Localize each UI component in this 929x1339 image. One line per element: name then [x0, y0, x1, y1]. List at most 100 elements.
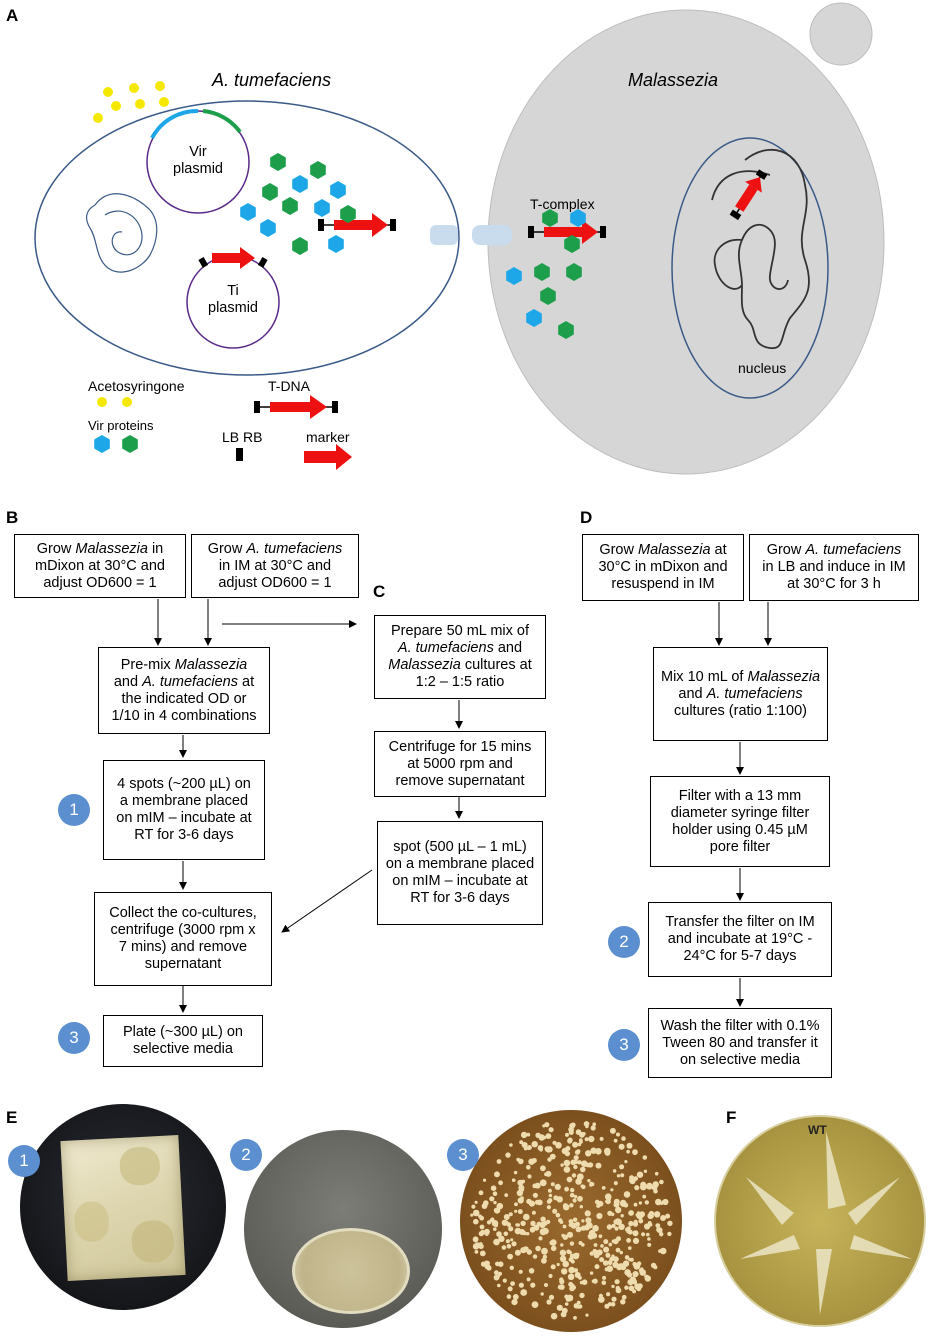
colony [516, 1189, 524, 1197]
box-c2-centrifuge: Centrifuge for 15 mins at 5000 rpm and r… [374, 731, 546, 797]
panel-label-b: B [6, 508, 19, 527]
colony [548, 1294, 555, 1300]
colony [632, 1289, 637, 1294]
step-badge-1-e: 1 [8, 1145, 40, 1177]
legend-border-icon [236, 448, 243, 461]
legend-acetosyringone: Acetosyringone [88, 378, 185, 394]
vir-protein-hexagon [526, 309, 542, 327]
colony [581, 1184, 586, 1190]
colony [547, 1188, 552, 1193]
colony [534, 1182, 541, 1189]
colony [550, 1264, 556, 1270]
colony [560, 1163, 564, 1167]
colony [613, 1181, 618, 1186]
colony [579, 1280, 584, 1285]
box-c1-prepare-mix: Prepare 50 mL mix of A. tumefaciens and … [374, 615, 546, 699]
colony [582, 1132, 586, 1136]
colony [507, 1286, 513, 1292]
colony [547, 1157, 552, 1162]
colony [526, 1132, 531, 1137]
colony [626, 1149, 630, 1154]
colony [479, 1250, 486, 1257]
legend-vir-proteins: Vir proteins [88, 418, 154, 433]
colony [470, 1213, 474, 1217]
vir-protein-hexagon [328, 235, 344, 253]
colony [484, 1263, 491, 1270]
box-d5-transfer: Transfer the filter on IM and incubate a… [648, 902, 832, 977]
colony [544, 1283, 548, 1287]
colony [598, 1234, 603, 1239]
flowchart-arrows [154, 599, 772, 1013]
colony [481, 1230, 486, 1235]
colony [550, 1245, 557, 1252]
box-b6-plate: Plate (~300 µL) on selective media [103, 1015, 263, 1067]
colony [648, 1222, 653, 1227]
colony [618, 1223, 625, 1230]
colony [559, 1284, 565, 1290]
colony [613, 1138, 618, 1143]
colony [514, 1202, 518, 1207]
box-b3-premix: Pre-mix Malassezia and A. tumefaciens at… [98, 647, 270, 734]
colony [571, 1173, 577, 1178]
t-complex [528, 220, 606, 244]
step-badge-3-e: 3 [447, 1139, 479, 1171]
vir-protein-hexagon [310, 161, 326, 179]
colony [491, 1220, 499, 1227]
colony [634, 1185, 640, 1191]
colony [548, 1193, 553, 1198]
panel-label-a: A [6, 6, 19, 25]
colony [518, 1282, 524, 1288]
colony [632, 1149, 638, 1155]
colony [624, 1160, 628, 1164]
colony [569, 1192, 575, 1198]
colony [636, 1261, 642, 1266]
colony [503, 1214, 510, 1220]
colony [552, 1208, 558, 1214]
box-b5-collect: Collect the co-cultures, centrifuge (300… [94, 892, 272, 986]
colony [579, 1226, 583, 1231]
colony [583, 1224, 590, 1231]
colony [565, 1132, 569, 1137]
vir-protein-hexagon [558, 321, 574, 339]
colony [642, 1194, 647, 1199]
colony [584, 1210, 591, 1217]
vir-protein-hexagon [340, 205, 356, 223]
colony [523, 1213, 530, 1221]
colony [509, 1143, 513, 1147]
colony [659, 1179, 664, 1185]
colony [542, 1227, 549, 1235]
vir-plasmid-green-segment [202, 109, 242, 134]
legend-tdna-icon [254, 395, 338, 419]
vir-protein-hexagon [506, 267, 522, 285]
step-badge-2-d: 2 [608, 926, 640, 958]
colony [570, 1187, 575, 1193]
colony [527, 1145, 532, 1150]
colony [473, 1238, 478, 1243]
colony [495, 1261, 500, 1267]
colony [528, 1268, 535, 1274]
colony [494, 1172, 499, 1177]
colony [556, 1262, 560, 1267]
streak-1 [746, 1177, 794, 1225]
colony [540, 1165, 546, 1172]
colony [569, 1241, 575, 1246]
colony [628, 1246, 632, 1250]
colony [647, 1242, 652, 1247]
colony [594, 1264, 600, 1270]
colony [528, 1158, 535, 1165]
photo-e3-colonies-plate [460, 1110, 682, 1332]
colony [639, 1211, 645, 1218]
colony [581, 1160, 588, 1167]
colony [537, 1145, 544, 1151]
colony [611, 1296, 617, 1302]
colony [529, 1226, 536, 1233]
colony [619, 1250, 623, 1255]
colony [563, 1159, 571, 1167]
colony [602, 1275, 607, 1280]
colony [653, 1211, 661, 1218]
colony [542, 1254, 548, 1259]
colony [511, 1299, 518, 1306]
box-b2-grow-agrobacterium: Grow A. tumefaciens in IM at 30°C and ad… [191, 534, 359, 598]
colony [471, 1204, 476, 1209]
colony [627, 1226, 631, 1231]
